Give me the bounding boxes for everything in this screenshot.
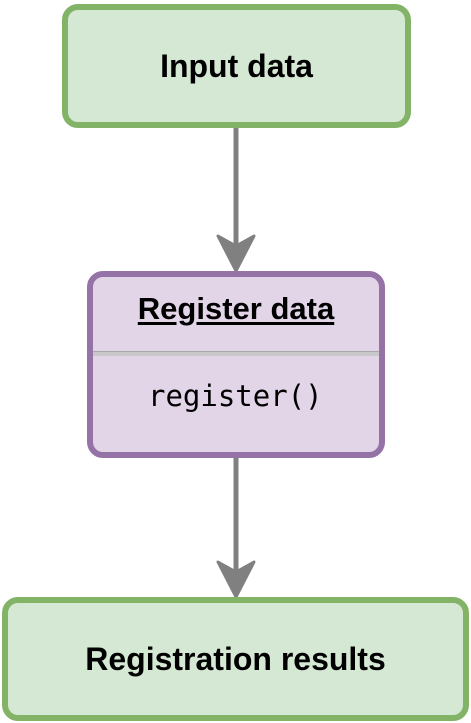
register-data-class-node[interactable]: Register data register() — [87, 271, 385, 458]
class-divider — [93, 351, 379, 356]
arrowhead-icon — [216, 560, 256, 599]
edge-input-to-register — [216, 128, 256, 273]
input-data-node[interactable]: Input data — [62, 4, 411, 128]
register-method: register() — [148, 379, 323, 413]
input-data-label: Input data — [160, 48, 313, 84]
registration-results-node[interactable]: Registration results — [2, 597, 469, 721]
edge-register-to-results — [216, 458, 256, 599]
registration-results-label: Registration results — [85, 641, 386, 677]
arrowhead-icon — [216, 234, 256, 273]
register-data-title: Register data — [137, 291, 335, 326]
